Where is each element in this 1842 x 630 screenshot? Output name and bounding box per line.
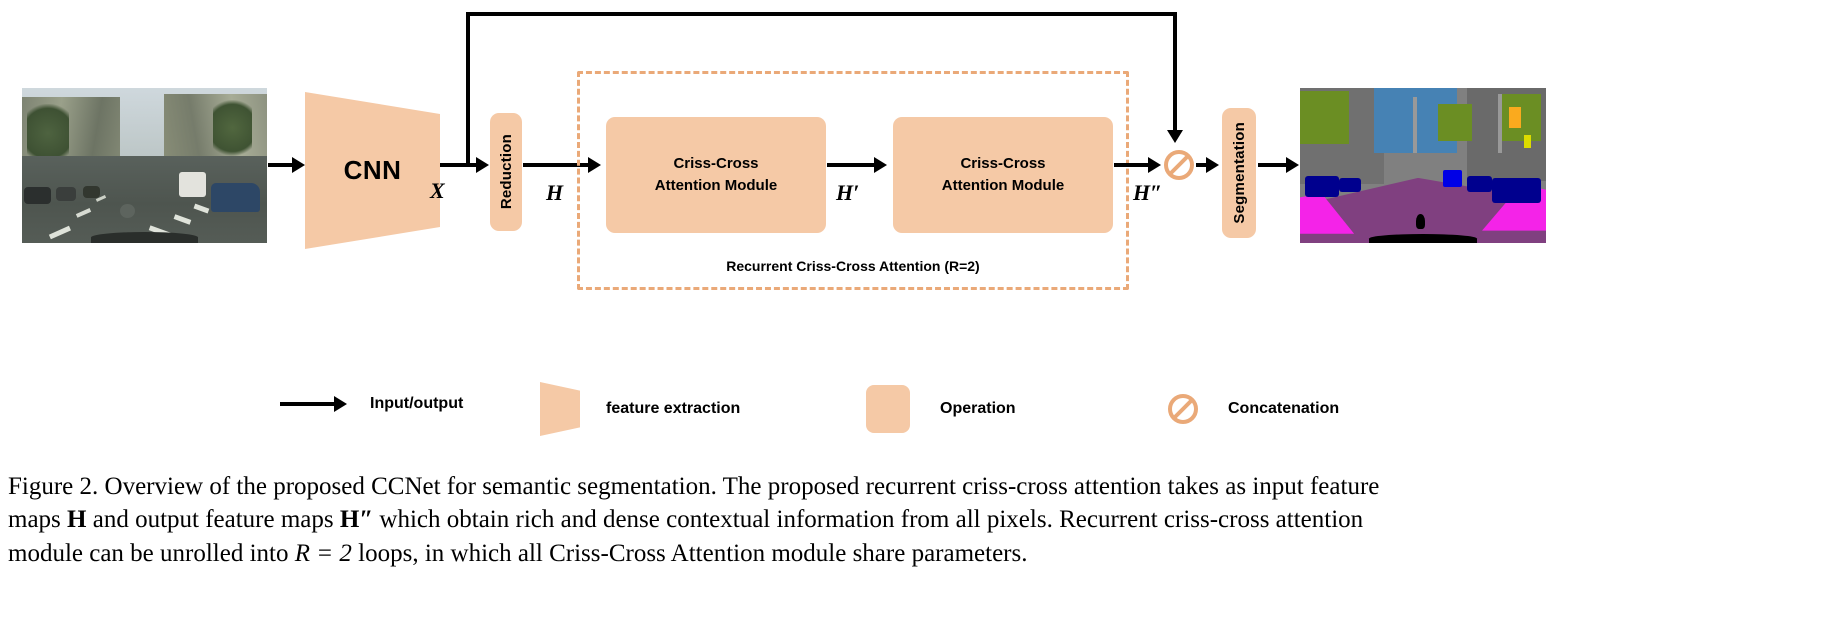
caption-line3-part-a: module can be unrolled into (8, 539, 295, 567)
output-image (1300, 88, 1546, 243)
ccam1-label-line2: Attention Module (654, 177, 778, 194)
legend-item-feature-extraction: feature extraction (540, 382, 740, 436)
photo-tree-right (213, 100, 253, 163)
photo-car-dark-3 (83, 185, 101, 199)
caption-line2-part-b: and output feature maps (86, 506, 340, 534)
ccam1-label: Criss-Cross Attention Module (655, 153, 777, 197)
rounded-rect-icon (866, 385, 910, 433)
no-entry-circle-icon (1168, 394, 1198, 424)
legend-label-feature-extraction: feature extraction (606, 400, 741, 417)
photo-manhole (120, 204, 135, 219)
arrow-icon-head (334, 396, 347, 412)
segmentation-block: Segmentation (1222, 108, 1256, 238)
recurrent-attention-region (577, 71, 1129, 290)
legend-item-input-output: Input/output (280, 390, 463, 418)
ccam2-label-line1: Criss-Cross (960, 155, 1046, 173)
legend-label-concatenation: Concatenation (1228, 400, 1340, 417)
seg-vegetation-mid (1437, 103, 1473, 141)
photo-car-dark-1 (24, 187, 52, 205)
photo-car-blue (210, 182, 260, 212)
segmentation-label: Segmentation (1230, 122, 1248, 224)
ccam2-label: Criss-Cross Attention Module (942, 153, 1064, 197)
seg-vegetation-left (1300, 91, 1350, 144)
seg-car-left-1 (1304, 176, 1340, 197)
arrow-ccam1-to-ccam2-line (827, 163, 877, 167)
photo-car-hood (90, 232, 199, 243)
caption-symbol-h: H (67, 506, 87, 534)
legend-item-concatenation: Concatenation (1168, 394, 1339, 424)
caption-symbol-h-double-prime: H″ (339, 506, 374, 534)
seg-pole-2 (1497, 94, 1502, 154)
legend: Input/output feature extraction Operatio… (0, 382, 1842, 442)
seg-car-right-2 (1467, 176, 1492, 192)
arrow-photo-to-cnn-head (292, 157, 305, 173)
tensor-label-h: H (546, 180, 564, 205)
arrow-cnn-to-reduction-head (476, 157, 489, 173)
criss-cross-attention-module-2: Criss-Cross Attention Module (893, 117, 1113, 233)
arrow-segmentation-to-output-head (1286, 157, 1299, 173)
seg-car-right-1 (1491, 177, 1542, 203)
ccam2-label-line2: Attention Module (941, 177, 1065, 194)
figure-caption: Figure 2. Overview of the proposed CCNet… (8, 470, 1834, 570)
caption-line-3: module can be unrolled into R = 2 loops,… (8, 537, 1834, 570)
caption-line3-part-b: loops, in which all Criss-Cross Attentio… (351, 539, 1028, 567)
seg-pole-1 (1413, 97, 1418, 154)
arrow-reduction-to-ccam1-head (588, 157, 601, 173)
seg-truck (1442, 170, 1463, 188)
reduction-block: Reduction (490, 113, 522, 231)
caption-line-1: Figure 2. Overview of the proposed CCNet… (8, 473, 1380, 500)
seg-traffic-sign (1523, 134, 1532, 149)
legend-label-operation: Operation (940, 400, 1016, 417)
caption-line-2: maps H and output feature maps H″ which … (8, 503, 1834, 536)
tensor-label-h-prime: H′ (836, 180, 860, 205)
photo-van-white (178, 171, 206, 197)
skip-connection-vertical-right (1173, 12, 1177, 132)
reduction-label: Reduction (497, 134, 515, 210)
arrow-concat-to-segmentation-line (1196, 163, 1210, 167)
arrow-photo-to-cnn-line (268, 163, 294, 167)
trapezoid-icon (540, 382, 580, 436)
arrow-concat-to-segmentation-head (1206, 157, 1219, 173)
caption-line2-part-c: which obtain rich and dense contextual i… (373, 506, 1364, 534)
arrow-cnn-to-reduction-line (440, 163, 482, 167)
caption-symbol-r-equals-2: R = 2 (294, 539, 352, 567)
arrow-ccam2-to-concat-line (1114, 163, 1152, 167)
seg-vegetation-right (1501, 94, 1542, 141)
seg-car-left-2 (1339, 177, 1362, 192)
arrow-icon (280, 390, 352, 418)
tensor-label-x: X (430, 178, 445, 203)
input-image (22, 88, 267, 243)
recurrent-region-label: Recurrent Criss-Cross Attention (R=2) (726, 258, 980, 274)
legend-label-input-output: Input/output (370, 395, 464, 412)
legend-item-operation: Operation (866, 385, 1016, 433)
concatenation-icon (1164, 150, 1194, 180)
ccam1-label-line1: Criss-Cross (673, 155, 759, 173)
cnn-label: CNN (343, 155, 402, 185)
arrow-icon-line (280, 402, 334, 406)
figure-diagram: CNN X Reduction H Recurrent Criss-Cross … (0, 12, 1842, 442)
seg-person (1415, 213, 1426, 230)
photo-car-dark-2 (56, 187, 76, 202)
arrow-ccam2-to-concat-head (1148, 157, 1161, 173)
skip-connection-arrow-head (1167, 130, 1183, 143)
arrow-segmentation-to-output-line (1258, 163, 1290, 167)
criss-cross-attention-module-1: Criss-Cross Attention Module (606, 117, 826, 233)
arrow-ccam1-to-ccam2-head (874, 157, 887, 173)
seg-traffic-light (1509, 106, 1522, 129)
caption-line2-part-a: maps (8, 506, 68, 534)
skip-connection-horizontal (466, 12, 1177, 16)
cnn-block: CNN (305, 92, 440, 249)
skip-connection-vertical-left (466, 12, 470, 165)
tensor-label-h-double-prime: H″ (1133, 180, 1163, 205)
arrow-reduction-to-ccam1-line (523, 163, 591, 167)
seg-ego-vehicle (1368, 233, 1478, 243)
